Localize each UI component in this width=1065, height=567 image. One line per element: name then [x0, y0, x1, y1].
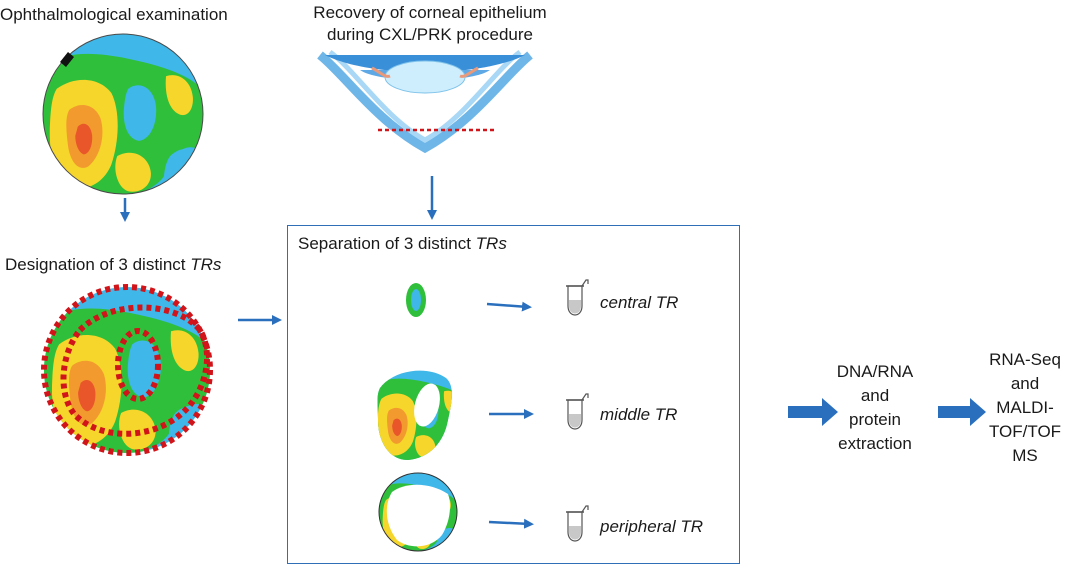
peripheral-tr-label: peripheral TR	[600, 517, 703, 536]
designation-title-italic: TRs	[190, 255, 222, 274]
arrow-icon	[486, 301, 532, 312]
central-region-outline	[115, 328, 161, 402]
analysis-step: RNA-Seq and MALDI- TOF/TOF MS	[985, 348, 1065, 468]
central-tr-label: central TR	[600, 293, 679, 312]
middle-tr-label: middle TR	[600, 405, 678, 424]
extraction-line: extraction	[838, 434, 912, 453]
extraction-step: DNA/RNA and protein extraction	[820, 360, 930, 456]
analysis-line: TOF/TOF	[988, 422, 1062, 441]
analysis-line: MS	[1012, 446, 1038, 465]
recovery-title-line2: during CXL/PRK procedure	[326, 25, 533, 44]
cornea-cross-section	[317, 49, 533, 154]
recovery-title-line1: Recovery of corneal epithelium	[313, 3, 547, 22]
separation-title-italic: TRs	[475, 234, 507, 253]
map-marker-top	[60, 52, 74, 67]
extraction-line: DNA/RNA	[836, 362, 914, 381]
analysis-line: MALDI-	[996, 398, 1054, 417]
peripheral-region-outline	[41, 284, 213, 456]
designation-title-text: Designation of 3 distinct	[5, 255, 191, 274]
topography-map-top-outline	[42, 33, 204, 195]
analysis-line: and	[1010, 374, 1040, 393]
analysis-line: RNA-Seq	[989, 350, 1061, 369]
separation-title-text: Separation of 3 distinct	[298, 234, 476, 253]
arrow-icon	[488, 518, 534, 529]
designation-title: Designation of 3 distinct TRs	[5, 254, 221, 276]
central-tr-piece	[406, 283, 426, 317]
tube-icon	[566, 279, 589, 316]
separation-title: Separation of 3 distinct TRs	[298, 233, 507, 255]
exam-title: Ophthalmological examination	[0, 5, 228, 24]
thick-arrow-icon	[938, 398, 986, 426]
extraction-line: and	[860, 386, 890, 405]
middle-region-outline	[60, 304, 210, 437]
extraction-line: protein	[849, 410, 901, 429]
tube-icon	[566, 393, 589, 430]
separation-box	[287, 225, 740, 564]
peripheral-tr-hole	[386, 484, 450, 547]
peripheral-tr-outline	[378, 472, 458, 552]
topography-map-top	[43, 34, 203, 194]
tube-icon	[566, 505, 589, 542]
thick-arrow-icon	[788, 398, 838, 426]
middle-tr-hole	[414, 383, 440, 427]
recovery-title: Recovery of corneal epithelium during CX…	[290, 2, 570, 46]
